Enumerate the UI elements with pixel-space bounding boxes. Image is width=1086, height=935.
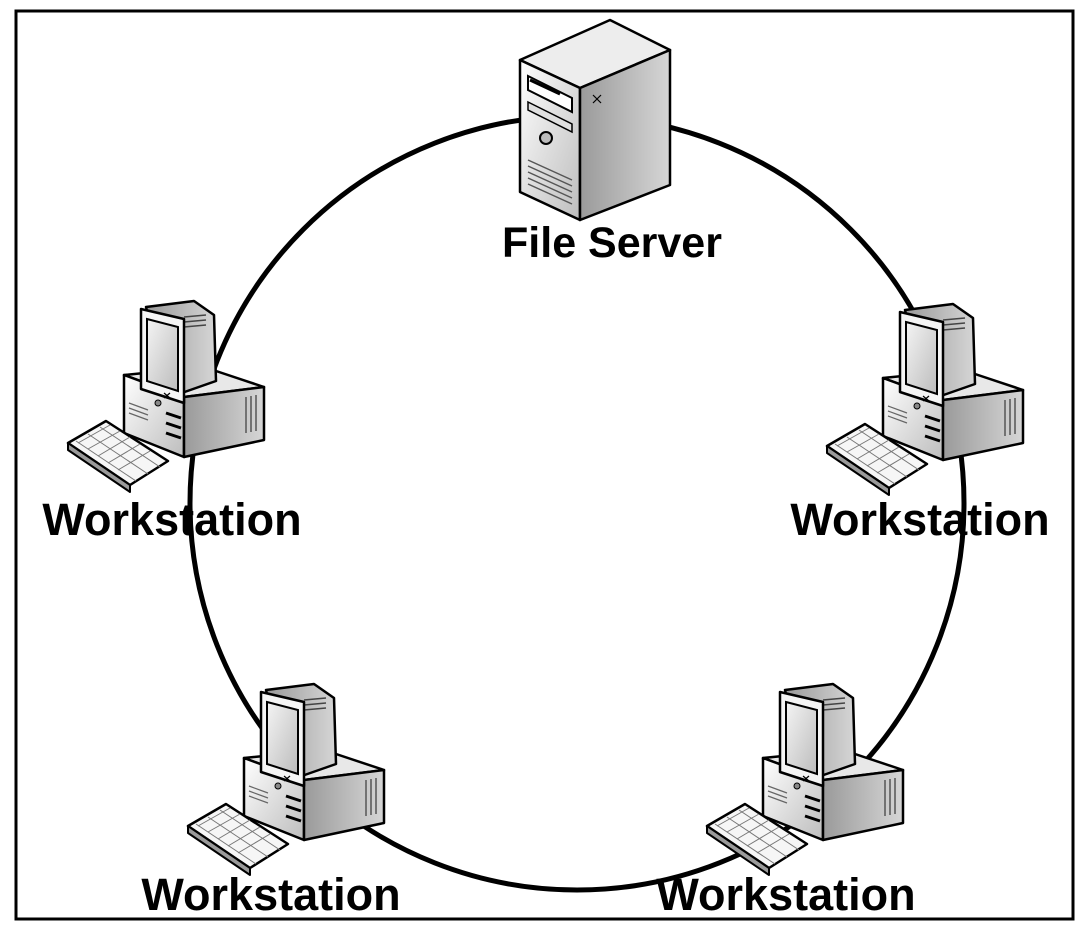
workstation-left-node[interactable]: Workstation bbox=[42, 299, 302, 545]
workstation-bottom-left-label: Workstation bbox=[141, 869, 400, 920]
workstation-bottom-left-node[interactable]: Workstation bbox=[141, 682, 401, 920]
file-server-label: File Server bbox=[502, 219, 722, 267]
file-server-node[interactable]: File Server bbox=[502, 18, 722, 267]
server-icon bbox=[518, 18, 672, 222]
workstation-right-label: Workstation bbox=[790, 494, 1049, 545]
workstation-bottom-right-label: Workstation bbox=[656, 869, 915, 920]
workstation-left-label: Workstation bbox=[42, 494, 301, 545]
workstation-right-node[interactable]: Workstation bbox=[790, 302, 1050, 545]
workstation-bottom-right-node[interactable]: Workstation bbox=[656, 682, 916, 920]
